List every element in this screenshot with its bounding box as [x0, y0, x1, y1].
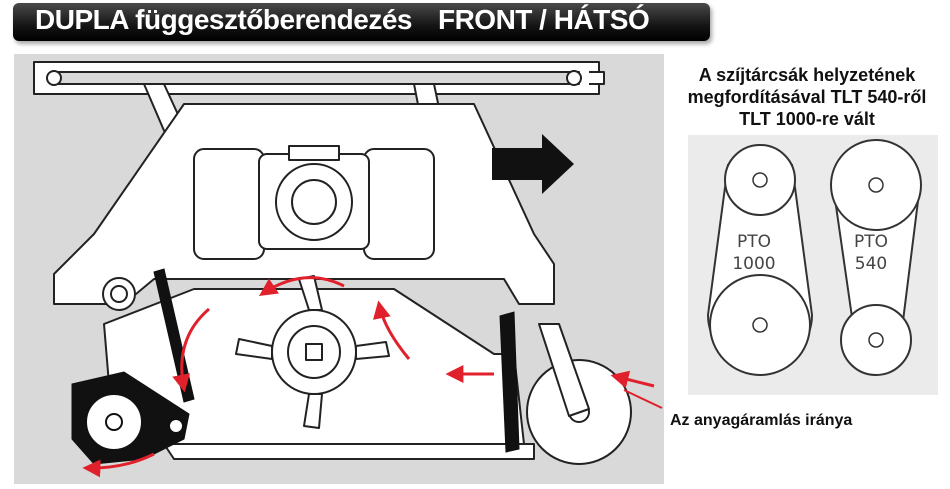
hitch-pin-left [46, 70, 62, 86]
flow-direction-label: Az anyagáramlás iránya [670, 412, 853, 429]
rotor-blade-left [235, 338, 273, 360]
rotor-square [305, 343, 323, 361]
hitch-rod [589, 71, 605, 85]
pulley-1000-top-hub [752, 172, 768, 188]
pto-note-line-1: A szíjtárcsák helyzetének [698, 65, 916, 85]
flow-arrow-roller [610, 370, 655, 389]
pto-note-line-2: megfordításával TLT 540-ről [687, 87, 927, 107]
page-title: DUPLA függesztőberendezés FRONT / HÁTSÓ [35, 4, 650, 36]
roller-arm [538, 323, 590, 417]
flow-arrow-bottom [82, 452, 155, 478]
title-bar: DUPLA függesztőberendezés FRONT / HÁTSÓ [13, 3, 710, 41]
pulley-large-hub [105, 413, 123, 431]
gearbox-right-housing [363, 148, 435, 260]
depth-rack [153, 268, 195, 403]
pto-note-line-3: TLT 1000-re vált [739, 109, 875, 129]
rotor-blade-top [298, 275, 323, 311]
suspension-diagram [14, 54, 664, 484]
belt-540-label-1: PTO [854, 232, 888, 252]
direction-arrow-icon [492, 134, 574, 194]
pulley-540-top-hub [868, 177, 884, 193]
belt-1000-label-2: 1000 [732, 254, 775, 274]
rotor-blade-right [355, 341, 390, 360]
bottom-skid [163, 443, 535, 460]
side-wheel-inner [110, 285, 128, 303]
gearbox-shaft [291, 179, 337, 225]
pulley-small [168, 418, 184, 434]
levelling-board [499, 311, 520, 453]
pulley-1000-bottom-hub [752, 317, 768, 333]
rotor-blade-bottom [303, 393, 323, 429]
flow-arrow-top [259, 276, 345, 296]
pulley-540-bottom-hub [868, 332, 884, 348]
gearbox-left-housing [193, 148, 265, 260]
belt-1000-label-1: PTO [737, 232, 771, 252]
hitch-pin-right [566, 70, 582, 86]
flow-arrow-left-down [172, 307, 210, 393]
title-sub: FRONT / HÁTSÓ [437, 4, 650, 35]
title-main: DUPLA függesztőberendezés [35, 4, 412, 35]
flow-arrow-right-up [373, 300, 411, 360]
pto-note: A szíjtárcsák helyzetének megfordításáva… [672, 64, 942, 130]
flow-pointer-line [623, 389, 663, 409]
belt-540-label-2: 540 [855, 254, 887, 274]
gearbox-top [288, 145, 340, 161]
belt-diagram: PTO 1000 PTO 540 [688, 135, 938, 395]
